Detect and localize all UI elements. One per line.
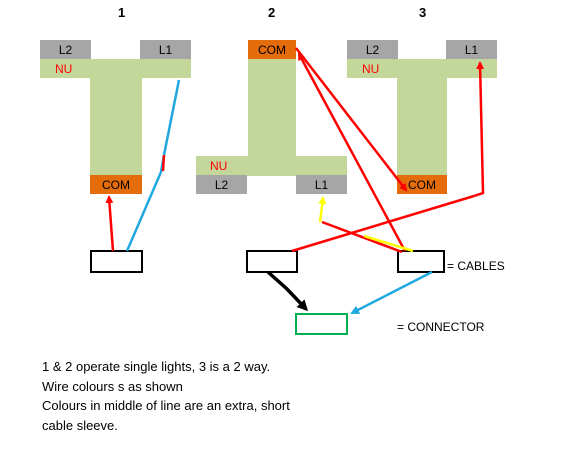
switch-3-l1-terminal bbox=[446, 40, 497, 59]
cables-legend-label: = CABLES bbox=[447, 259, 505, 273]
switch-3-com-terminal bbox=[397, 175, 447, 194]
wire-blue-l1-upper bbox=[162, 79, 181, 156]
cable-box-1 bbox=[90, 250, 143, 273]
switch-2-com-terminal bbox=[248, 40, 296, 59]
wire-red-box3-to-l1-2 bbox=[321, 220, 403, 254]
switch-2-nu-label: NU bbox=[210, 159, 227, 173]
switch-1-com-label: COM bbox=[102, 178, 130, 192]
switch-2-l1-label: L1 bbox=[315, 178, 329, 192]
wire-red-com2-to-com3 bbox=[295, 47, 408, 192]
wire-red-box3-to-com2 bbox=[297, 52, 407, 252]
note-line-2: Wire colours s as shown bbox=[42, 378, 183, 394]
note-line-3: Colours in middle of line are an extra, … bbox=[42, 398, 290, 413]
wire-red-box2-to-l1-3 bbox=[291, 194, 475, 253]
switch-1-nu-label: NU bbox=[55, 62, 72, 76]
switch-3-l1-label: L1 bbox=[465, 43, 479, 57]
switch-2-stem bbox=[248, 59, 296, 157]
connector-legend-label: = CONNECTOR bbox=[397, 320, 485, 334]
wire-yellow-l1-2-riser bbox=[318, 196, 327, 223]
switch-3-com-label: COM bbox=[408, 178, 436, 192]
switch-3-l2-label: L2 bbox=[366, 43, 380, 57]
wire-red-sleeve-l1 bbox=[161, 154, 166, 172]
switch-2-bottom-bar bbox=[196, 156, 347, 176]
wire-black-box2-to-connector bbox=[266, 270, 309, 312]
switch-1-com-terminal bbox=[90, 175, 142, 194]
connector-box bbox=[295, 313, 348, 335]
wire-yellow-sleeve-l1-2 bbox=[363, 234, 414, 253]
switch-2: COM NU L2 L1 bbox=[196, 40, 347, 194]
wire-red-l1-3-riser bbox=[473, 61, 485, 198]
switch-1-l1-terminal bbox=[140, 40, 191, 59]
switch-3: L2 L1 NU COM bbox=[347, 40, 497, 194]
switch-2-l2-terminal bbox=[196, 175, 247, 194]
notes-block: 1 & 2 operate single lights, 3 is a 2 wa… bbox=[42, 357, 372, 435]
wire-red-box1-to-com1 bbox=[105, 195, 115, 252]
cable-box-3 bbox=[397, 250, 445, 273]
switch-1: L2 L1 NU COM bbox=[40, 40, 191, 194]
switch-number-1: 1 bbox=[118, 5, 125, 20]
note-line-4: cable sleeve. bbox=[42, 417, 118, 433]
switch-1-l2-terminal bbox=[40, 40, 91, 59]
switch-3-stem bbox=[397, 59, 447, 176]
note-line-1: 1 & 2 operate single lights, 3 is a 2 wa… bbox=[42, 359, 271, 374]
switch-2-l2-label: L2 bbox=[215, 178, 229, 192]
switch-2-l1-terminal bbox=[296, 175, 347, 194]
switch-number-2: 2 bbox=[268, 5, 275, 20]
switch-1-stem bbox=[90, 59, 142, 176]
switch-2-com-label: COM bbox=[258, 43, 286, 57]
switch-number-3: 3 bbox=[419, 5, 426, 20]
switch-3-l2-terminal bbox=[347, 40, 398, 59]
switch-1-l2-label: L2 bbox=[59, 43, 73, 57]
cable-box-2 bbox=[246, 250, 298, 273]
wire-blue-box3-to-connector bbox=[350, 270, 433, 315]
switch-1-l1-label: L1 bbox=[159, 43, 173, 57]
switch-3-nu-label: NU bbox=[362, 62, 379, 76]
